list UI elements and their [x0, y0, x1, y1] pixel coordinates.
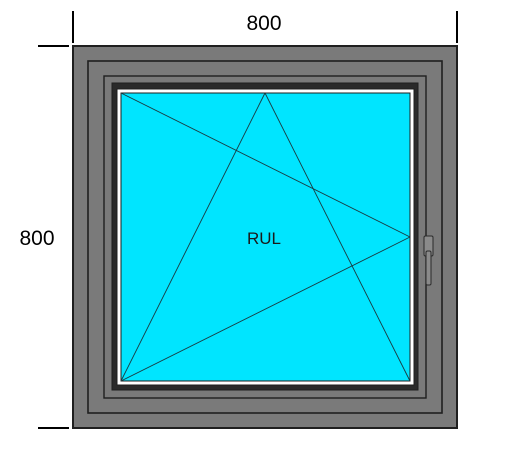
- width-dimension: 800: [72, 11, 458, 43]
- opening-type-label: RUL: [247, 229, 281, 248]
- handle-icon: [423, 235, 434, 286]
- height-dimension: 800: [19, 45, 69, 429]
- tilt-line-right: [264, 92, 411, 382]
- handle-lever: [425, 250, 432, 286]
- opening-lines: [120, 92, 411, 382]
- turn-line-bottom: [120, 236, 411, 382]
- tilt-line-left: [120, 92, 266, 382]
- height-dimension-label: 800: [19, 227, 54, 250]
- turn-line-top: [120, 92, 411, 238]
- width-dimension-label: 800: [246, 12, 281, 35]
- glass-pane: [120, 92, 411, 382]
